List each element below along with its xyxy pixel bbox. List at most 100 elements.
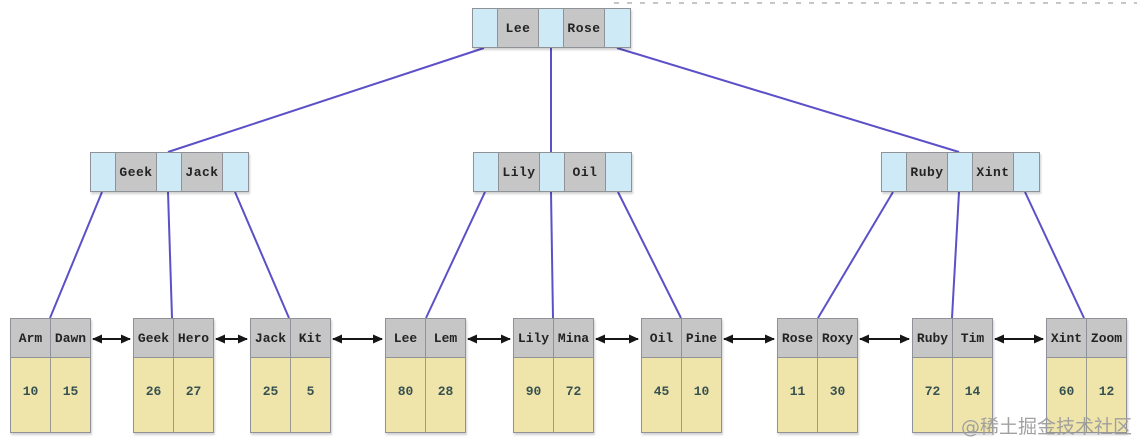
edge — [167, 191, 173, 319]
leaf-value-cell: 72 — [913, 358, 953, 432]
leaf-key-cell: Zoom — [1087, 319, 1126, 357]
internal-node-lily-oil: Lily Oil — [473, 152, 632, 192]
leaf-values-row: 26 27 — [133, 358, 214, 433]
leaf-values-row: 72 14 — [912, 358, 993, 433]
edge — [617, 191, 682, 319]
leaf-values-row: 11 30 — [777, 358, 858, 433]
leaf-value-cell: 11 — [778, 358, 818, 432]
leaf-value-cell: 30 — [818, 358, 857, 432]
pointer-cell — [91, 153, 116, 191]
leaf-keys-row: Arm Dawn — [10, 318, 91, 358]
leaf-node: Geek Hero 26 27 — [133, 318, 214, 433]
leaf-values-row: 90 72 — [513, 358, 594, 433]
leaf-value-cell: 45 — [642, 358, 682, 432]
internal-node-ruby-xint: Ruby Xint — [881, 152, 1040, 192]
leaf-node: Rose Roxy 11 30 — [777, 318, 858, 433]
leaf-value-cell: 12 — [1087, 358, 1126, 432]
leaf-value-cell: 5 — [291, 358, 330, 432]
leaf-values-row: 60 12 — [1046, 358, 1127, 433]
edge-root-right — [616, 47, 960, 153]
internal-node-geek-jack: Geek Jack — [90, 152, 249, 192]
leaf-key-cell: Oil — [642, 319, 682, 357]
leaf-value-cell: 27 — [174, 358, 213, 432]
leaf-key-cell: Roxy — [818, 319, 857, 357]
pointer-cell — [606, 153, 631, 191]
leaf-value-cell: 10 — [11, 358, 51, 432]
key-cell: Geek — [116, 153, 157, 191]
watermark: @稀土掘金技术社区 — [960, 416, 1132, 438]
leaf-values-row: 80 28 — [385, 358, 466, 433]
leaf-key-cell: Tim — [953, 319, 992, 357]
edge — [425, 191, 486, 319]
pointer-cell — [539, 9, 564, 47]
leaf-node: Xint Zoom 60 12 — [1046, 318, 1127, 433]
pointer-cell — [157, 153, 182, 191]
leaf-keys-row: Xint Zoom — [1046, 318, 1127, 358]
leaf-key-cell: Jack — [251, 319, 291, 357]
key-cell: Lee — [498, 9, 539, 47]
leaf-node: Ruby Tim 72 14 — [912, 318, 993, 433]
leaf-node: Oil Pine 45 10 — [641, 318, 722, 433]
pointer-cell — [882, 153, 907, 191]
internal-leaf-edges — [49, 191, 1085, 319]
leaf-key-cell: Kit — [291, 319, 330, 357]
leaf-value-cell: 15 — [51, 358, 90, 432]
pointer-cell — [473, 9, 498, 47]
leaf-key-cell: Arm — [11, 319, 51, 357]
edge — [234, 191, 290, 319]
pointer-cell — [540, 153, 565, 191]
edge — [951, 191, 960, 319]
leaf-key-cell: Hero — [174, 319, 213, 357]
key-cell: Rose — [564, 9, 605, 47]
leaf-key-cell: Geek — [134, 319, 174, 357]
pointer-cell — [223, 153, 248, 191]
leaf-node: Jack Kit 25 5 — [250, 318, 331, 433]
leaf-key-cell: Lem — [426, 319, 465, 357]
leaf-value-cell: 28 — [426, 358, 465, 432]
leaf-key-cell: Pine — [682, 319, 721, 357]
leaf-key-cell: Lily — [514, 319, 554, 357]
pointer-cell — [948, 153, 973, 191]
leaf-key-cell: Dawn — [51, 319, 90, 357]
leaf-keys-row: Lee Lem — [385, 318, 466, 358]
leaf-key-cell: Xint — [1047, 319, 1087, 357]
root-child-edges — [167, 47, 960, 153]
leaf-keys-row: Ruby Tim — [912, 318, 993, 358]
leaf-value-cell: 90 — [514, 358, 554, 432]
leaf-node: Arm Dawn 10 15 — [10, 318, 91, 433]
root-node: Lee Rose — [472, 8, 631, 48]
edge — [1024, 191, 1085, 319]
leaf-values-row: 10 15 — [10, 358, 91, 433]
key-cell: Ruby — [907, 153, 948, 191]
pointer-cell — [605, 9, 630, 47]
leaf-node: Lee Lem 80 28 — [385, 318, 466, 433]
leaf-value-cell: 26 — [134, 358, 174, 432]
leaf-value-cell: 80 — [386, 358, 426, 432]
edge — [550, 191, 554, 319]
leaf-value-cell: 60 — [1047, 358, 1087, 432]
pointer-cell — [474, 153, 499, 191]
leaf-value-cell: 14 — [953, 358, 992, 432]
leaf-keys-row: Rose Roxy — [777, 318, 858, 358]
edge — [817, 191, 894, 319]
leaf-node: Lily Mina 90 72 — [513, 318, 594, 433]
leaf-key-cell: Rose — [778, 319, 818, 357]
key-cell: Oil — [565, 153, 606, 191]
leaf-values-row: 45 10 — [641, 358, 722, 433]
edge — [49, 191, 103, 319]
leaf-value-cell: 25 — [251, 358, 291, 432]
leaf-value-cell: 72 — [554, 358, 593, 432]
edge-root-left — [167, 47, 485, 153]
key-cell: Jack — [182, 153, 223, 191]
leaf-key-cell: Mina — [554, 319, 593, 357]
key-cell: Xint — [973, 153, 1014, 191]
leaf-key-cell: Lee — [386, 319, 426, 357]
key-cell: Lily — [499, 153, 540, 191]
leaf-keys-row: Jack Kit — [250, 318, 331, 358]
leaf-value-cell: 10 — [682, 358, 721, 432]
leaf-key-cell: Ruby — [913, 319, 953, 357]
leaf-keys-row: Lily Mina — [513, 318, 594, 358]
leaf-values-row: 25 5 — [250, 358, 331, 433]
